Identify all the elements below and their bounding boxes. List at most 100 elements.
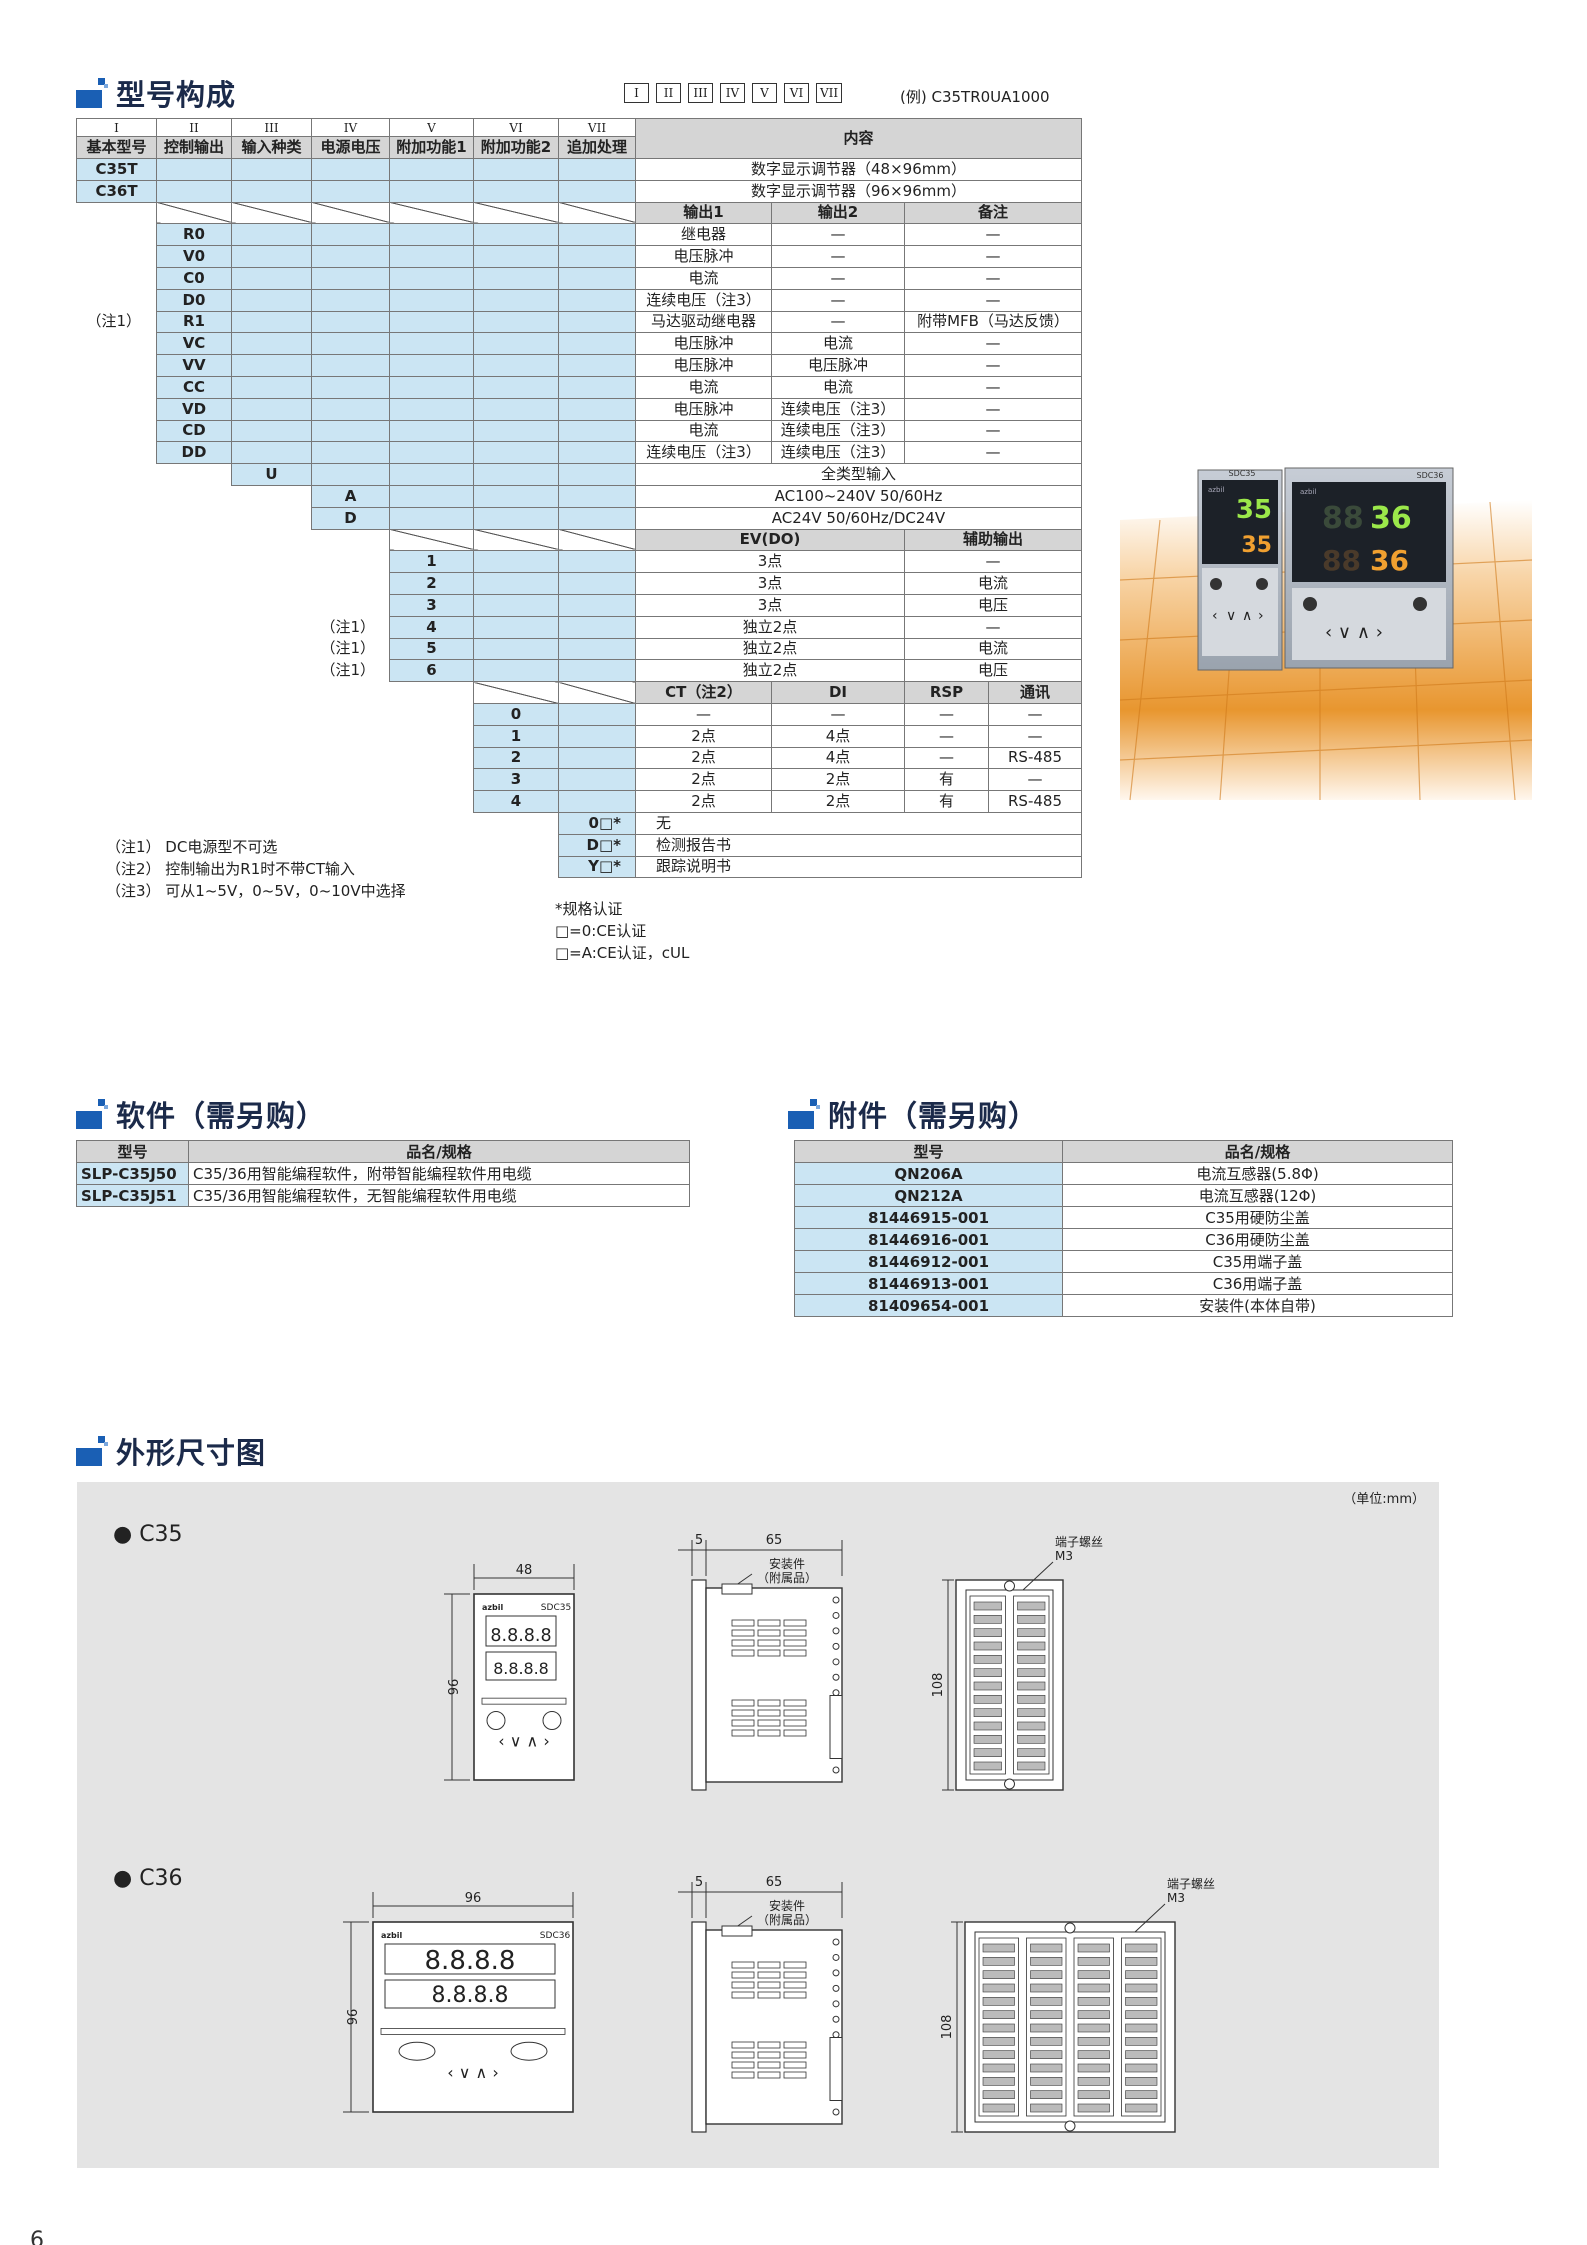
- model-code: 2: [473, 746, 559, 770]
- vent-slot: [731, 1981, 755, 1989]
- vent-slot: [757, 1709, 781, 1717]
- content-desc: 数字显示调节器（48×96mm）: [635, 158, 1082, 181]
- code-box: I: [624, 83, 649, 103]
- vent-slot: [731, 2061, 755, 2069]
- column-header: 电源电压: [311, 136, 390, 159]
- terminal-screw: [1077, 2077, 1110, 2086]
- svg-text:‹: ‹: [1212, 608, 1218, 624]
- sub-header: CT（注2）: [635, 681, 772, 704]
- code-placeholder: [473, 158, 559, 181]
- terminal-screw: [1030, 2023, 1063, 2033]
- terminal-screw: [1125, 2063, 1158, 2073]
- vent-slot: [731, 2051, 755, 2059]
- content-desc: 3点: [635, 550, 905, 574]
- terminal-screw: [1030, 1983, 1063, 1993]
- vent-slot: [757, 1961, 781, 1969]
- svg-text:88: 88: [1322, 501, 1364, 536]
- product-desc: C36用端子盖: [1062, 1272, 1453, 1295]
- note-ref: [76, 245, 157, 268]
- content-desc: RS-485: [988, 790, 1082, 813]
- terminal-screw: [973, 1681, 1002, 1691]
- code-placeholder: [473, 441, 559, 465]
- vent-slot: [757, 1981, 781, 1989]
- table-cell: [157, 616, 232, 638]
- terminal-screw-side: [832, 2108, 840, 2116]
- terminal-screw: [973, 1735, 1002, 1744]
- vent-slot: [731, 1619, 755, 1627]
- content-desc: 电压脉冲: [635, 354, 772, 377]
- model-code: R0: [156, 223, 232, 247]
- terminal-screw: [1125, 2037, 1158, 2046]
- code-placeholder: [558, 419, 636, 443]
- terminal-screw: [1077, 1970, 1110, 1979]
- svg-text:azbil: azbil: [1300, 488, 1316, 496]
- section-title: 附件（需另购）: [828, 1099, 1039, 1133]
- terminal-screw: [982, 2090, 1015, 2099]
- table-cell: [390, 747, 474, 769]
- column-numeral: IV: [311, 117, 390, 138]
- terminal-screw: [1077, 1997, 1110, 2006]
- table-cell: [232, 682, 312, 704]
- sub-header: EV(DO): [635, 528, 905, 552]
- terminal-screw: [1017, 1748, 1046, 1757]
- width-dimension: 96: [465, 1891, 482, 1906]
- table-cell: [312, 529, 390, 551]
- code-placeholder: [473, 245, 559, 268]
- vent-slot: [757, 2061, 781, 2069]
- code-placeholder: [231, 397, 312, 421]
- content-desc: —: [904, 397, 1082, 421]
- model-code: 1: [389, 550, 474, 574]
- code-placeholder: [311, 245, 390, 268]
- terminal-screw: [982, 1943, 1015, 1953]
- product-photo: SDC35 azbil 35 35 ‹∨∧› SDC36 azbil 36 88…: [1120, 460, 1532, 840]
- code-placeholder: [558, 593, 636, 617]
- vent-slot: [757, 1639, 781, 1647]
- vent-slot: [731, 2071, 755, 2079]
- code-placeholder: [558, 463, 636, 486]
- code-box: II: [656, 83, 681, 103]
- table-cell: [232, 791, 312, 813]
- column-numeral: VI: [473, 117, 559, 138]
- content-desc: 2点: [635, 746, 772, 770]
- code-placeholder: [558, 659, 636, 683]
- section-heading-model: 型号构成: [76, 72, 236, 114]
- content-desc: 电流: [635, 419, 772, 443]
- terminal-screw-side: [832, 1953, 840, 1961]
- code-placeholder: [156, 158, 232, 181]
- content-desc: —: [904, 441, 1082, 465]
- code-box: V: [752, 83, 777, 103]
- vent-slot: [757, 1729, 781, 1737]
- terminal-screw: [973, 1708, 1002, 1717]
- content-desc: —: [904, 375, 1082, 399]
- model-code-example: (例) C35TR0UA1000: [900, 88, 1050, 106]
- vent-slot: [783, 1629, 807, 1637]
- code-placeholder: [231, 201, 312, 225]
- terminal-height-dimension: 108: [931, 1673, 946, 1698]
- vent-slot: [731, 1639, 755, 1647]
- terminal-screw: [1125, 2103, 1158, 2113]
- code-placeholder: [558, 354, 636, 377]
- product-desc: 安装件(本体自带): [1062, 1294, 1453, 1317]
- display-window: [384, 1943, 556, 1975]
- terminal-screw: [973, 1615, 1002, 1624]
- vent-slot: [731, 1729, 755, 1737]
- terminal-screw: [1077, 2063, 1110, 2073]
- model-code: 4: [473, 790, 559, 813]
- code-placeholder: [558, 528, 636, 552]
- model-code: U: [231, 463, 312, 486]
- column-numeral: VII: [558, 117, 636, 138]
- table-cell: [77, 616, 157, 638]
- content-desc: —: [771, 288, 905, 312]
- content-desc: 3点: [635, 593, 905, 617]
- model-code: 0□*: [558, 811, 636, 835]
- content-desc: —: [771, 245, 905, 268]
- table-cell: [157, 703, 232, 725]
- code-placeholder: [389, 375, 474, 399]
